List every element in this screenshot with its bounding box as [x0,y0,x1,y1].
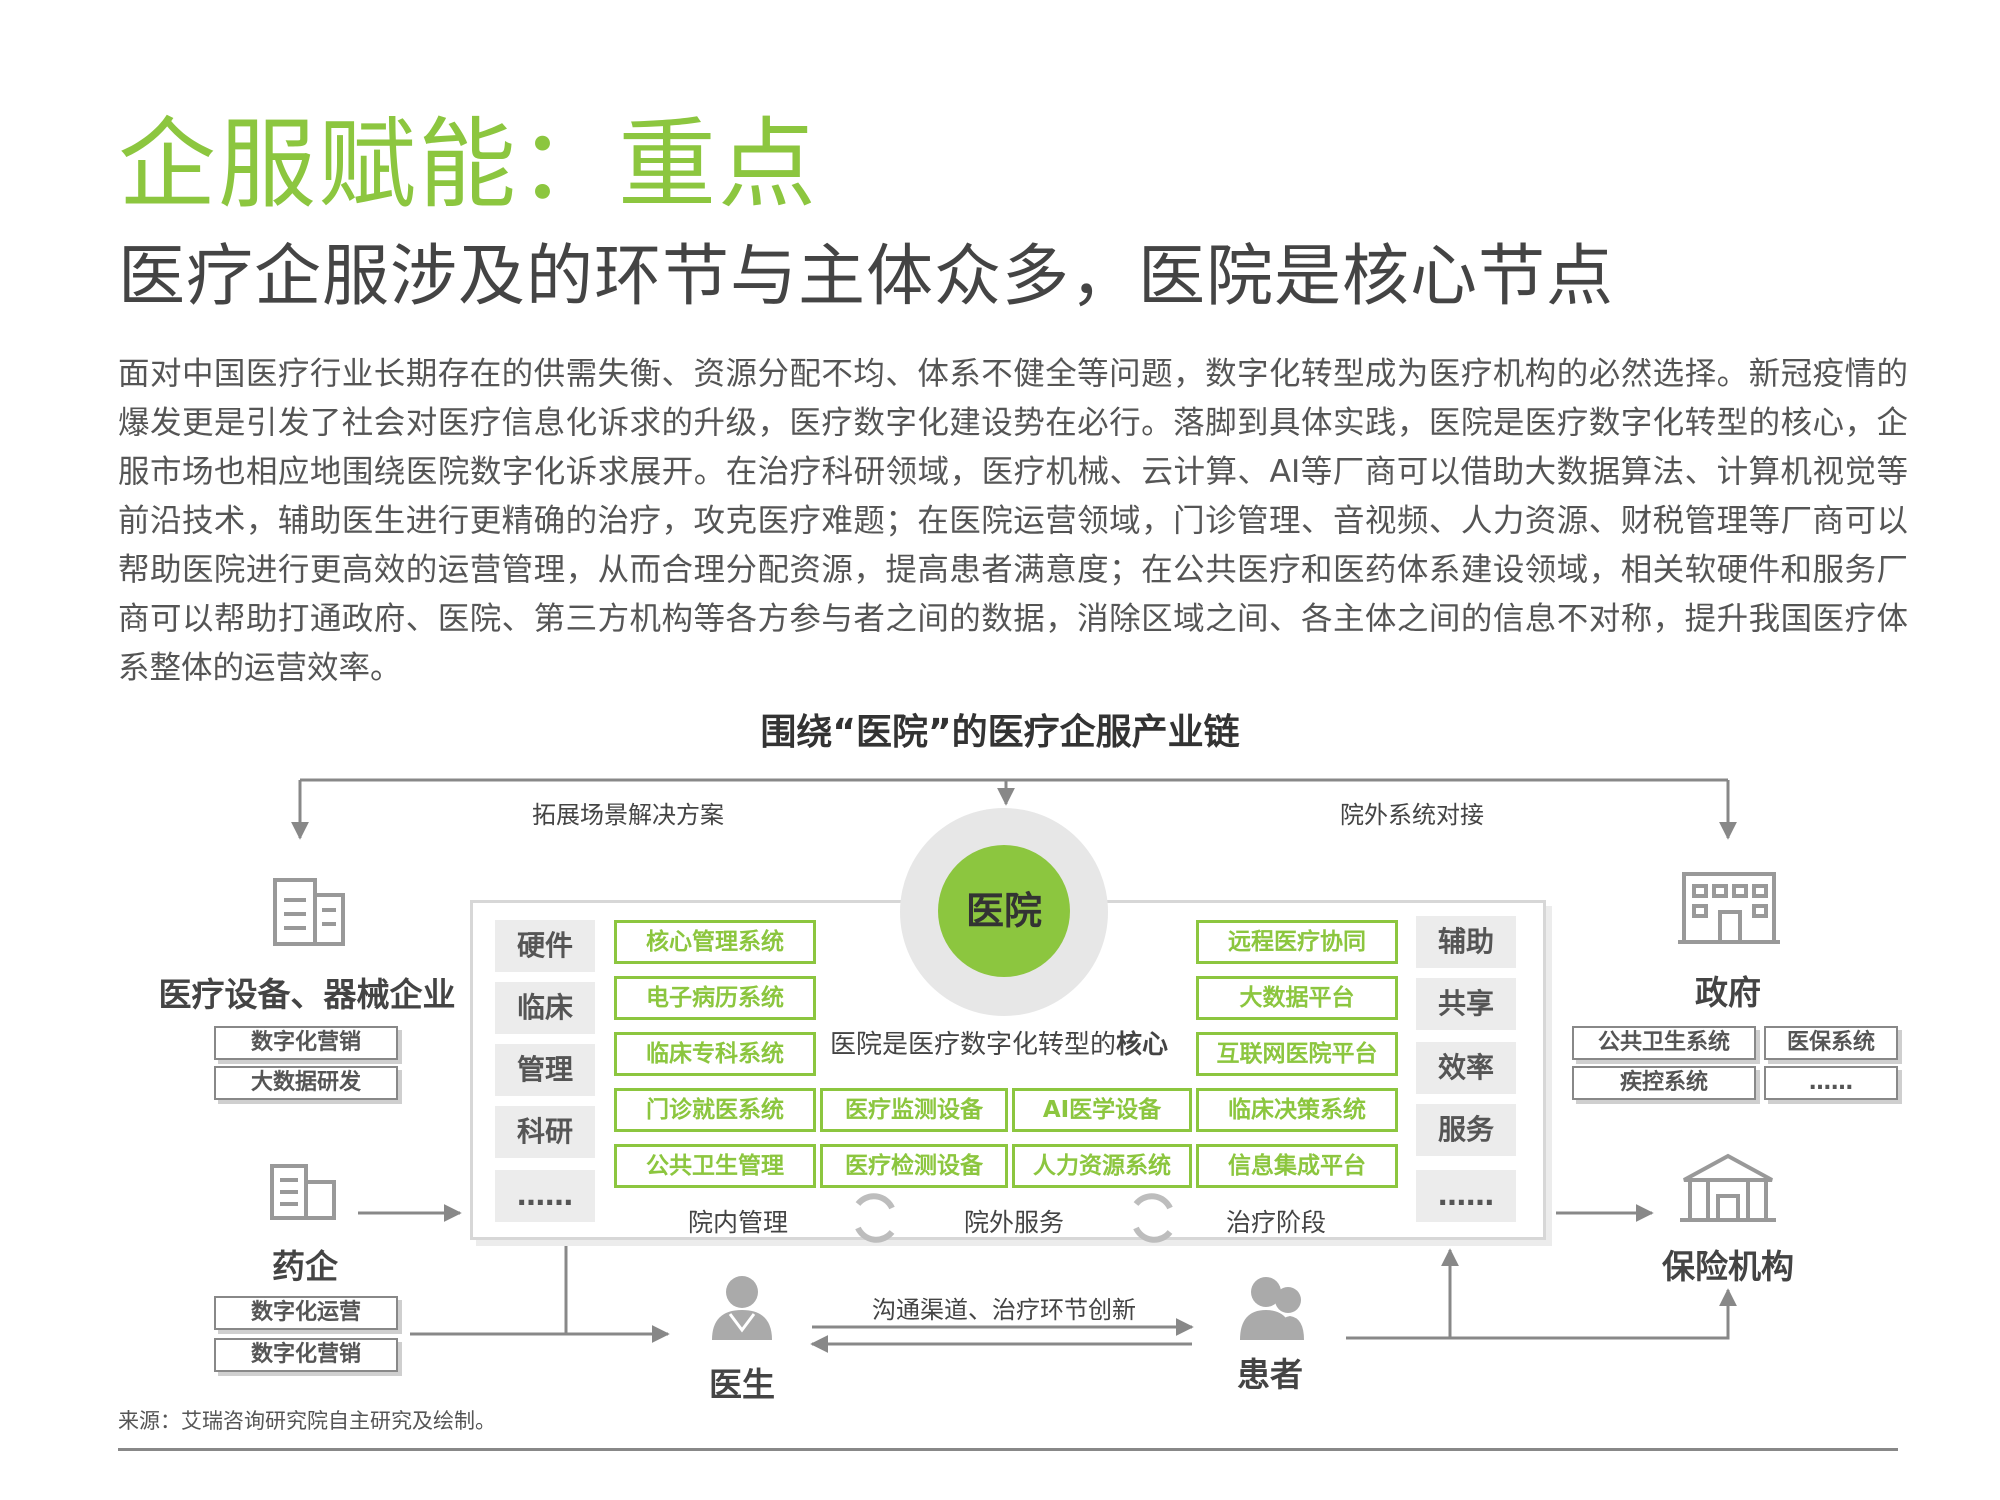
sys-ai-device: AI医学设备 [1012,1088,1192,1132]
pharma-tag-operation: 数字化运营 [214,1296,398,1330]
sys-internet-hospital: 互联网医院平台 [1196,1032,1398,1076]
label-external-docking: 院外系统对接 [1340,801,1484,829]
label-doctor-patient: 沟通渠道、治疗环节创新 [872,1296,1136,1324]
left-cell-hardware: 硬件 [495,920,595,972]
center-statement-prefix: 医院是医疗数字化转型的 [830,1030,1117,1060]
sys-monitoring-device: 医疗监测设备 [820,1088,1008,1132]
cycle-icon [1133,1193,1173,1243]
sys-testing-device: 医疗检测设备 [820,1144,1008,1188]
sys-clinical-specialty: 临床专科系统 [614,1032,816,1076]
gov-tag-public-health: 公共卫生系统 [1572,1026,1756,1060]
gov-tag-medical-insurance: 医保系统 [1764,1026,1898,1060]
entity-government: 政府 [1695,973,1761,1012]
sys-clinical-decision: 临床决策系统 [1196,1088,1398,1132]
sys-bigdata: 大数据平台 [1196,976,1398,1020]
entity-insurance: 保险机构 [1662,1247,1794,1286]
bottom-rule [118,1448,1898,1451]
left-cell-management: 管理 [495,1044,595,1096]
cycle-icon [855,1193,895,1243]
sys-emr: 电子病历系统 [614,976,816,1020]
entity-patient: 患者 [1237,1355,1303,1394]
entity-device-company: 医疗设备、器械企业 [158,975,456,1014]
left-cell-more: …… [495,1170,595,1222]
entity-doctor: 医生 [709,1365,775,1404]
gov-tag-more: …… [1764,1066,1898,1100]
center-statement: 医院是医疗数字化转型的核心 [830,1024,1168,1061]
left-cell-research: 科研 [495,1106,595,1158]
sys-hr: 人力资源系统 [1012,1144,1192,1188]
page-title: 企服赋能：重点 [118,108,819,222]
sys-public-health: 公共卫生管理 [614,1144,816,1188]
page-subtitle: 医疗企服涉及的环节与主体众多，医院是核心节点 [118,237,1614,315]
arrow-patient-to-insurance [1450,1288,1737,1340]
stage-label-inhospital: 院内管理 [688,1208,789,1237]
center-statement-bold: 核心 [1116,1030,1169,1060]
stage-label-treatment: 治疗阶段 [1226,1208,1327,1237]
gov-tag-disease-control: 疾控系统 [1572,1066,1756,1100]
body-paragraph: 面对中国医疗行业长期存在的供需失衡、资源分配不均、体系不健全等问题，数字化转型成… [118,356,1908,686]
sys-outpatient: 门诊就医系统 [614,1088,816,1132]
sys-info-integration: 信息集成平台 [1196,1144,1398,1188]
label-expand-solutions: 拓展场景解决方案 [532,801,724,829]
sys-telemedicine: 远程医疗协同 [1196,920,1398,964]
left-cell-clinical: 临床 [495,982,595,1034]
right-cell-share: 共享 [1416,978,1516,1030]
right-cell-assist: 辅助 [1416,916,1516,968]
right-cell-more: …… [1416,1170,1516,1222]
diagram-title: 围绕“医院”的医疗企服产业链 [760,712,1240,753]
sys-core-management: 核心管理系统 [614,920,816,964]
pharma-tag-marketing: 数字化营销 [214,1338,398,1372]
right-cell-efficiency: 效率 [1416,1042,1516,1094]
source-note: 来源：艾瑞咨询研究院自主研究及绘制。 [118,1409,496,1433]
device-tag-marketing: 数字化营销 [214,1026,398,1060]
hospital-node: 医院 [938,845,1070,977]
stage-label-outhospital: 院外服务 [964,1208,1065,1237]
right-cell-service: 服务 [1416,1104,1516,1156]
device-tag-bigdata-rd: 大数据研发 [214,1066,398,1100]
entity-pharma: 药企 [272,1247,338,1286]
